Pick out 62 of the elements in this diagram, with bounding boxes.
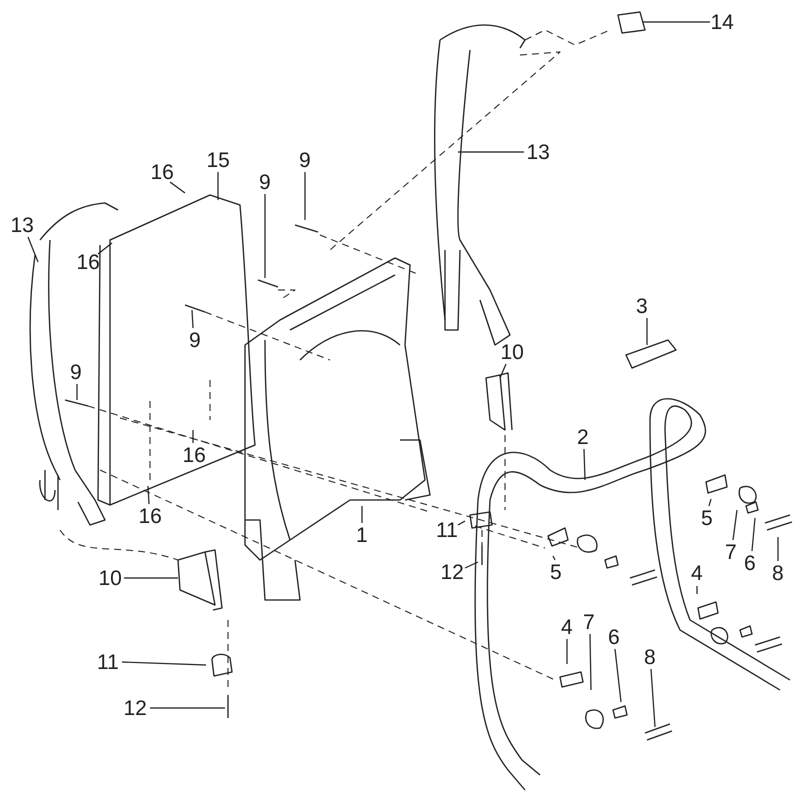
leader-line	[150, 707, 225, 709]
callout-number: 13	[10, 214, 34, 236]
callout-number: 12	[440, 562, 464, 582]
callout-number: 14	[710, 12, 734, 32]
callout-number: 8	[644, 646, 656, 668]
leader-line	[650, 668, 656, 728]
callout-number: 15	[206, 150, 230, 170]
leader-line	[98, 242, 112, 254]
callout-number: 13	[526, 142, 550, 162]
callout-number: 5	[550, 562, 562, 582]
callout-number: 16	[138, 506, 162, 526]
leader-line	[458, 151, 524, 153]
callout-number: 6	[744, 552, 756, 574]
callout-number: 16	[182, 444, 206, 466]
callout-number: 9	[259, 172, 271, 192]
leader-line	[304, 172, 306, 220]
callout-number: 16	[150, 162, 174, 182]
callout-number: 7	[583, 612, 595, 632]
leader-line	[361, 506, 363, 523]
callout-number: 16	[76, 252, 100, 272]
callout-number: 9	[299, 150, 311, 170]
leader-line	[589, 634, 592, 690]
leader-line	[124, 577, 178, 579]
callout-number: 3	[636, 296, 648, 316]
leader-line	[643, 21, 710, 23]
callout-number: 7	[725, 542, 737, 562]
callout-number: 6	[608, 626, 620, 648]
leader-line	[614, 648, 622, 702]
leader-line	[122, 661, 206, 666]
leader-line	[264, 194, 266, 278]
callout-number: 4	[561, 616, 573, 638]
callout-number: 11	[97, 652, 119, 672]
leader-line	[464, 561, 478, 569]
leader-line	[191, 310, 194, 328]
callout-number: 9	[70, 362, 82, 382]
callout-number: 8	[772, 562, 784, 584]
leader-line	[147, 486, 150, 504]
leader-line	[217, 172, 219, 200]
leader-line	[646, 318, 648, 345]
callout-number: 4	[691, 562, 703, 584]
callout-number: 2	[577, 426, 589, 448]
leader-line	[566, 639, 568, 664]
callout-number: 10	[500, 342, 524, 362]
callout-number: 5	[701, 508, 713, 528]
leader-line	[552, 556, 556, 560]
callout-number: 10	[98, 568, 122, 588]
leader-line	[732, 510, 738, 540]
callout-number: 11	[436, 520, 458, 540]
leader-line	[458, 520, 466, 526]
callout-number: 12	[124, 698, 147, 718]
leader-line	[583, 448, 586, 480]
leader-line	[751, 518, 756, 552]
leader-line	[76, 384, 78, 400]
leader-line	[192, 430, 194, 443]
leader-line	[499, 364, 507, 378]
leader-line	[27, 236, 39, 262]
leader-line	[777, 537, 779, 561]
leader-line	[696, 586, 698, 594]
callout-number: 1	[356, 524, 368, 546]
callout-number: 9	[189, 330, 201, 350]
leader-line	[708, 498, 712, 506]
leader-line	[170, 182, 186, 194]
